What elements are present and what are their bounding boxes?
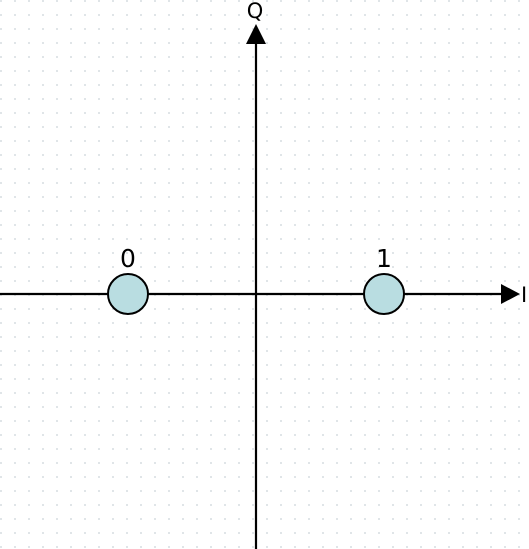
symbol-point-1: [363, 273, 405, 315]
i-axis-label: I: [521, 283, 527, 307]
i-axis-arrow-icon: [501, 284, 520, 304]
symbol-label-0: 0: [120, 244, 136, 273]
q-axis-arrow-icon: [246, 24, 266, 44]
q-axis-label: Q: [247, 0, 264, 23]
symbol-point-0: [107, 273, 149, 315]
symbol-label-1: 1: [376, 244, 392, 273]
